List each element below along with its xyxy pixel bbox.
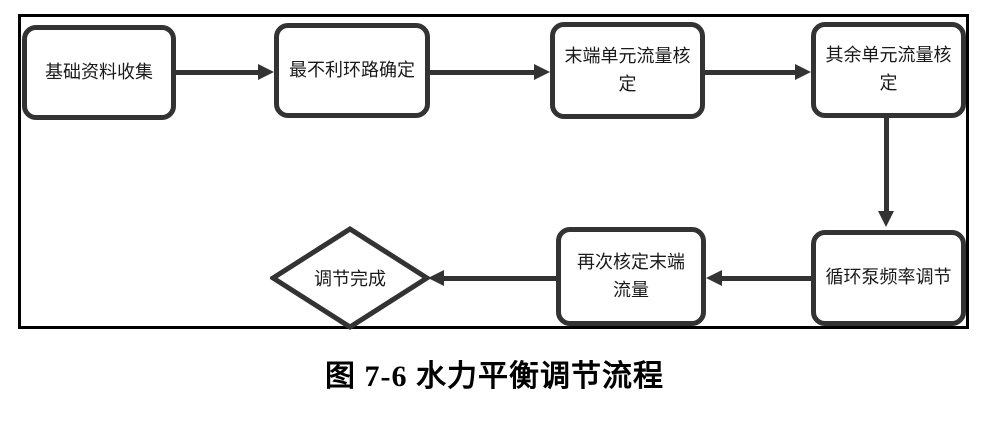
node-basic-data-collection: 基础资料收集 (22, 25, 176, 120)
diamond-label: 调节完成 (314, 269, 386, 289)
node-terminal-unit-flow-check: 末端单元流量核定 (550, 22, 705, 119)
node-recheck-terminal-flow: 再次核定末端流量 (556, 227, 706, 326)
node-pump-frequency-adjust: 循环泵频率调节 (811, 230, 966, 326)
diamond-shape-icon (270, 226, 430, 330)
node-other-unit-flow-check: 其余单元流量核定 (811, 22, 966, 118)
node-worst-loop-determination: 最不利环路确定 (274, 23, 430, 118)
node-adjustment-complete: 调节完成 (270, 226, 430, 330)
figure-caption: 图 7-6 水力平衡调节流程 (325, 360, 664, 393)
